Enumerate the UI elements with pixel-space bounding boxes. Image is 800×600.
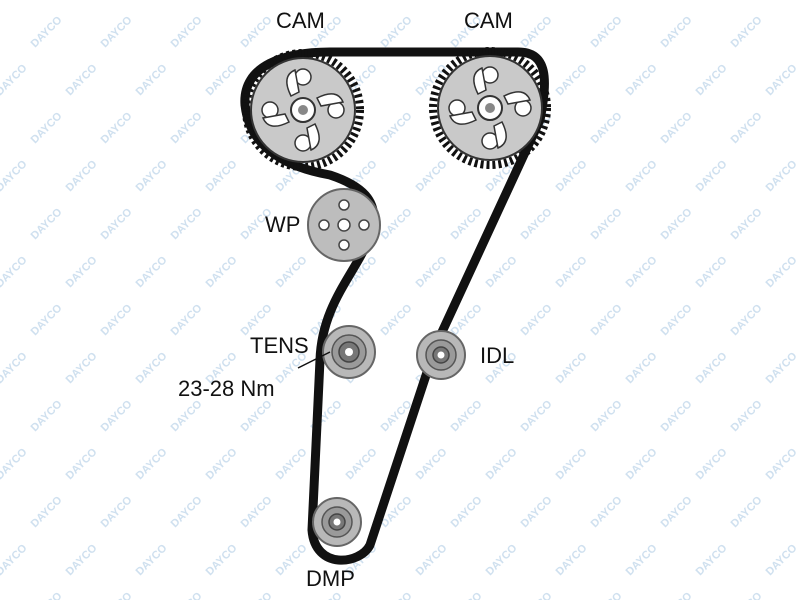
label-cam-left: CAM xyxy=(276,8,325,33)
label-idler: IDL xyxy=(480,343,515,368)
cam-sprocket-right xyxy=(429,47,551,169)
sprocket-icon xyxy=(242,49,364,171)
sprocket-icon xyxy=(429,47,551,169)
label-cam-right: CAM xyxy=(464,8,513,33)
tensioner-pulley xyxy=(322,325,376,379)
label-damper: DMP xyxy=(306,566,355,591)
damper-pulley xyxy=(312,497,362,547)
label-torque: 23-28 Nm xyxy=(178,376,275,401)
cam-sprocket-left xyxy=(242,49,364,171)
idler-pulley xyxy=(416,330,466,380)
label-tensioner: TENS xyxy=(250,333,309,358)
tensioner-leader-line xyxy=(297,351,331,369)
water-pump-pulley xyxy=(307,188,381,262)
label-water-pump: WP xyxy=(265,212,301,237)
